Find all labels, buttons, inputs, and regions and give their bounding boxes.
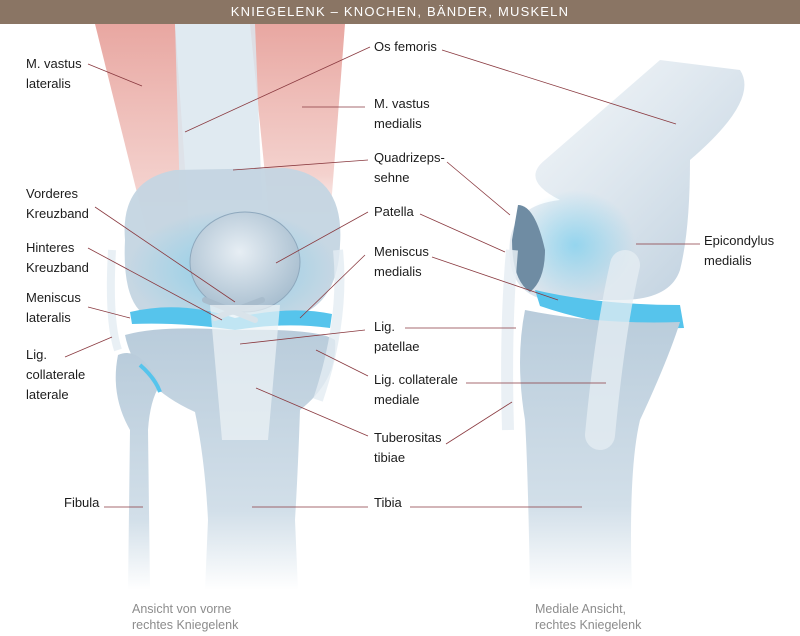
label-line: Meniscus	[374, 244, 429, 259]
label-line: medialis	[374, 264, 422, 279]
label-epicondylus-medialis: Epicondylus medialis	[704, 231, 774, 271]
leader-os-femoris-front	[184, 46, 371, 133]
fibula-cap-cartilage	[138, 363, 162, 393]
patellar-ligament	[210, 305, 280, 440]
label-line: medialis	[374, 116, 422, 131]
label-line: Kreuzband	[26, 206, 89, 221]
label-line: lateralis	[26, 310, 71, 325]
label-lig-patellae: Lig. patellae	[374, 317, 420, 357]
leader-tuberositas-front	[255, 387, 369, 437]
leader-vorderes-kreuzband	[94, 206, 236, 303]
leader-quadrizepssehne-side	[446, 161, 511, 216]
leader-patella-front	[275, 211, 369, 264]
label-line: lateralis	[26, 76, 71, 91]
leader-os-femoris-side	[441, 49, 677, 125]
label-meniscus-lateralis: Meniscus lateralis	[26, 288, 81, 328]
label-vorderes-kreuzband: Vorderes Kreuzband	[26, 184, 89, 224]
label-line: M. vastus	[374, 96, 430, 111]
medial-collateral-ligament	[313, 249, 345, 402]
caption-line: Ansicht von vorne	[132, 602, 232, 616]
label-line: sehne	[374, 170, 410, 185]
leader-patella-side	[419, 213, 506, 253]
caption-front-view: Ansicht von vorne rechtes Kniegelenk	[132, 601, 238, 633]
label-meniscus-medialis: Meniscus medialis	[374, 242, 429, 282]
front-view-knee	[95, 24, 345, 590]
leader-lig-patellae-front	[239, 329, 366, 345]
side-view-knee	[501, 60, 745, 590]
leader-quadrizepssehne-front	[232, 159, 369, 171]
tibia-side	[520, 310, 680, 590]
label-lig-collaterale-mediale: Lig. collaterale mediale	[374, 370, 458, 410]
leader-m-vastus-lateralis	[87, 63, 143, 87]
label-line: Quadrizeps-	[374, 150, 445, 165]
label-m-vastus-lateralis: M. vastus lateralis	[26, 54, 82, 94]
label-line: Fibula	[64, 495, 100, 510]
label-line: Epicondylus	[704, 233, 775, 248]
label-line: Tibia	[374, 495, 402, 510]
femur-shaft-front	[175, 24, 262, 200]
label-line: M. vastus	[26, 56, 82, 71]
label-line: Lig. collaterale	[374, 372, 458, 387]
caption-line: rechtes Kniegelenk	[535, 618, 642, 632]
label-lig-collaterale-laterale: Lig. collaterale laterale	[26, 345, 85, 405]
label-line: mediale	[374, 392, 420, 407]
label-line: laterale	[26, 387, 69, 402]
caption-line: Mediale Ansicht,	[535, 602, 627, 616]
leader-meniscus-lateralis	[87, 306, 131, 319]
label-tibia: Tibia	[374, 493, 402, 513]
label-line: Os femoris	[374, 39, 437, 54]
title-bar: KNIEGELENK – KNOCHEN, BÄNDER, MUSKELN	[0, 0, 800, 24]
label-line: Patella	[374, 204, 414, 219]
label-patella: Patella	[374, 202, 414, 222]
tibia-front	[125, 328, 336, 590]
label-line: Lig.	[374, 319, 395, 334]
figure-title: KNIEGELENK – KNOCHEN, BÄNDER, MUSKELN	[230, 4, 570, 19]
label-line: Lig.	[26, 347, 47, 362]
label-line: Tuberositas	[374, 430, 442, 445]
leader-meniscus-medialis-front	[299, 254, 366, 319]
lateral-collateral-ligament	[106, 249, 122, 352]
caption-side-view: Mediale Ansicht, rechtes Kniegelenk	[535, 601, 641, 633]
label-quadrizepssehne: Quadrizeps- sehne	[374, 148, 445, 188]
leader-lig-collaterale-mediale-front	[315, 349, 369, 377]
patella-side	[512, 205, 545, 292]
label-m-vastus-medialis: M. vastus medialis	[374, 94, 430, 134]
label-line: tibiae	[374, 450, 406, 465]
label-line: Kreuzband	[26, 260, 89, 275]
caption-line: rechtes Kniegelenk	[132, 618, 239, 632]
label-fibula: Fibula	[64, 493, 99, 513]
leader-tuberositas-side	[445, 401, 513, 445]
leader-lines	[64, 46, 700, 508]
medial-collateral-ligament-side	[585, 250, 640, 450]
label-line: medialis	[704, 253, 752, 268]
label-line: patellae	[374, 339, 420, 354]
label-os-femoris: Os femoris	[374, 37, 437, 57]
label-line: Hinteres	[26, 240, 75, 255]
leader-meniscus-medialis-side	[431, 256, 559, 301]
label-line: collaterale	[26, 367, 86, 382]
leader-lig-collaterale-laterale	[64, 336, 113, 358]
fibula-front	[115, 353, 160, 590]
label-hinteres-kreuzband: Hinteres Kreuzband	[26, 238, 89, 278]
label-line: Meniscus	[26, 290, 81, 305]
femur-condyle-glow	[515, 190, 635, 300]
patellar-ligament-side	[501, 249, 518, 431]
label-tuberositas-tibiae: Tuberositas tibiae	[374, 428, 441, 468]
label-line: Vorderes	[26, 186, 79, 201]
leader-hinteres-kreuzband	[87, 247, 223, 321]
patella-front	[189, 211, 301, 313]
